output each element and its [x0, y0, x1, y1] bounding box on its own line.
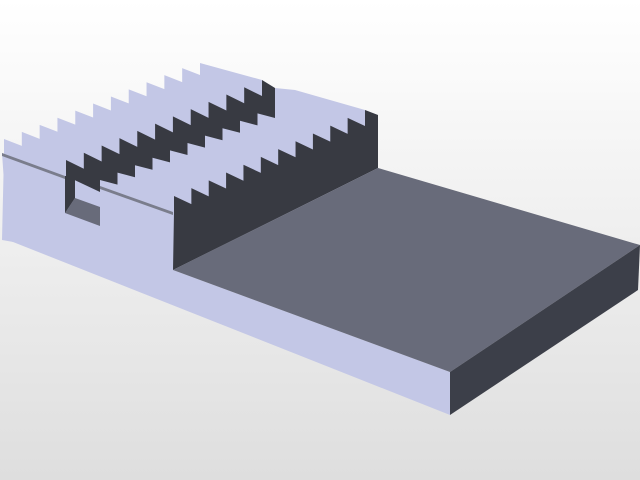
- left-rail-serrated-wall: [66, 80, 275, 192]
- front-face: [2, 153, 450, 415]
- front-top-edge-left: [2, 153, 65, 179]
- serrated-block-model[interactable]: [2, 63, 640, 415]
- front-top-edge-middle: [100, 186, 173, 215]
- slot-floor: [65, 198, 100, 226]
- slot-side-wall: [65, 176, 75, 213]
- slab-right-side: [450, 245, 640, 415]
- right-rail-serrated-wall: [173, 110, 378, 270]
- slab-top-face: [173, 168, 640, 372]
